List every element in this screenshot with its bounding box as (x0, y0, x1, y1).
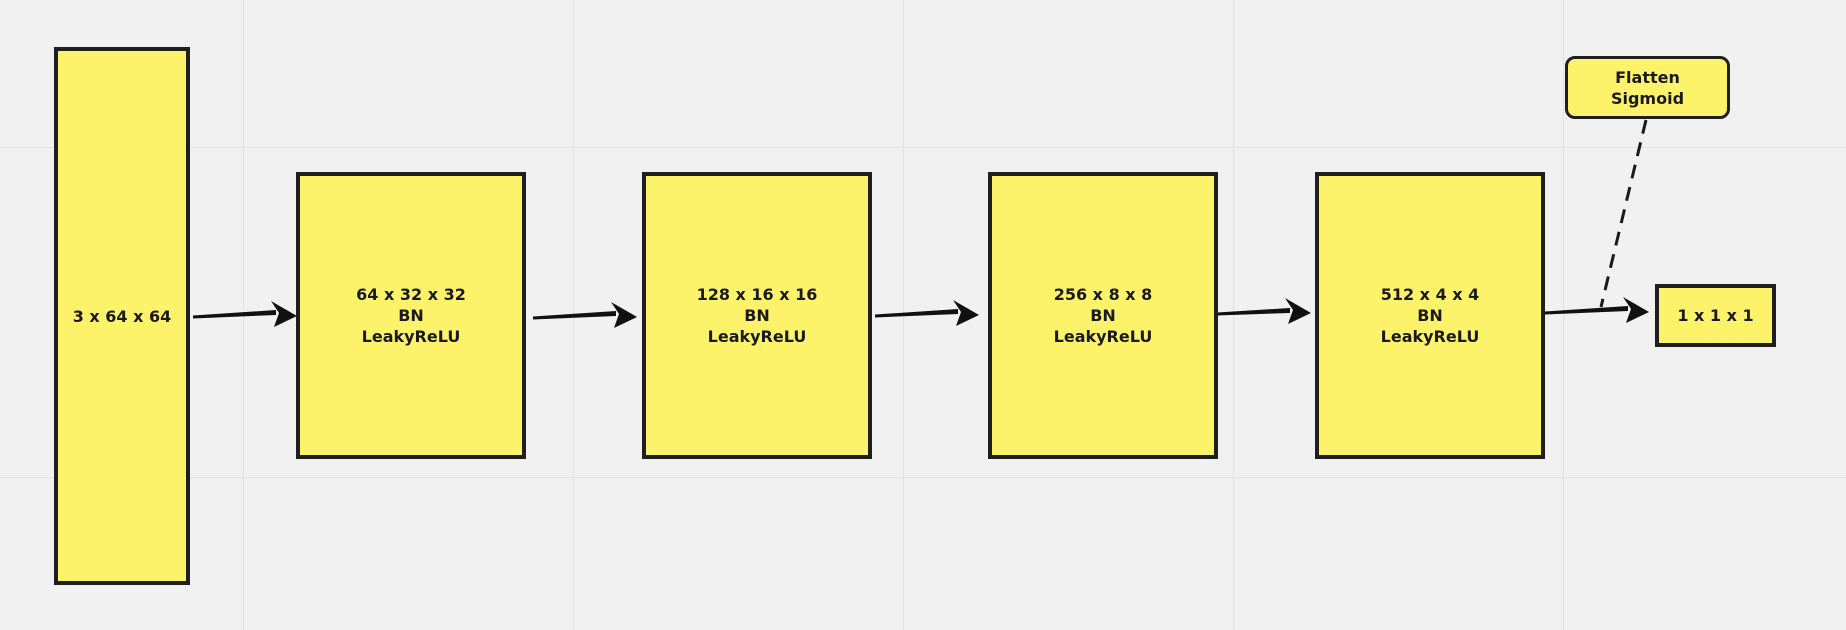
edge-conv3-conv4 (1217, 298, 1311, 324)
node-activation-label: LeakyReLU (1053, 327, 1153, 346)
node-activation-label: LeakyReLU (1380, 327, 1480, 346)
conv-layer-3-node[interactable]: 256 x 8 x 8 BN LeakyReLU (988, 172, 1218, 459)
arrowhead (611, 302, 637, 328)
node-norm-label: BN (1090, 306, 1116, 325)
arrowhead (1285, 298, 1311, 324)
node-norm-label: BN (744, 306, 770, 325)
flatten-sigmoid-note[interactable]: Flatten Sigmoid (1565, 56, 1730, 119)
conv-layer-2-node[interactable]: 128 x 16 x 16 BN LeakyReLU (642, 172, 872, 459)
node-norm-label: BN (1417, 306, 1443, 325)
node-shape-label: 1 x 1 x 1 (1677, 306, 1754, 325)
conv-layer-4-node[interactable]: 512 x 4 x 4 BN LeakyReLU (1315, 172, 1545, 459)
arrowhead (271, 301, 297, 327)
dashed-connector (1599, 119, 1648, 308)
node-shape-label: 3 x 64 x 64 (72, 306, 172, 326)
arrow-shaft (875, 309, 958, 318)
arrow-shaft (193, 310, 276, 319)
output-layer-node[interactable]: 1 x 1 x 1 (1655, 284, 1776, 347)
edge-conv4-output (1545, 297, 1649, 323)
node-shape-label: 128 x 16 x 16 (696, 285, 818, 304)
note-line-sigmoid: Sigmoid (1610, 88, 1685, 108)
note-line-flatten: Flatten (1615, 67, 1680, 87)
arrow-shaft (1545, 306, 1628, 315)
node-activation-label: LeakyReLU (361, 327, 461, 346)
node-norm-label: BN (398, 306, 424, 325)
arrow-shaft (533, 311, 616, 320)
arrow-shaft (1217, 308, 1290, 316)
conv-layer-1-node[interactable]: 64 x 32 x 32 BN LeakyReLU (296, 172, 526, 459)
node-shape-label: 256 x 8 x 8 (1053, 285, 1153, 304)
node-activation-label: LeakyReLU (707, 327, 807, 346)
edge-input-conv1 (193, 301, 297, 327)
input-layer-node[interactable]: 3 x 64 x 64 (54, 47, 190, 585)
arrowhead (1623, 297, 1649, 323)
edge-conv2-conv3 (875, 300, 979, 326)
edge-conv1-conv2 (533, 302, 637, 328)
arrowhead (953, 300, 979, 326)
node-shape-label: 512 x 4 x 4 (1380, 285, 1480, 304)
node-shape-label: 64 x 32 x 32 (356, 285, 466, 304)
